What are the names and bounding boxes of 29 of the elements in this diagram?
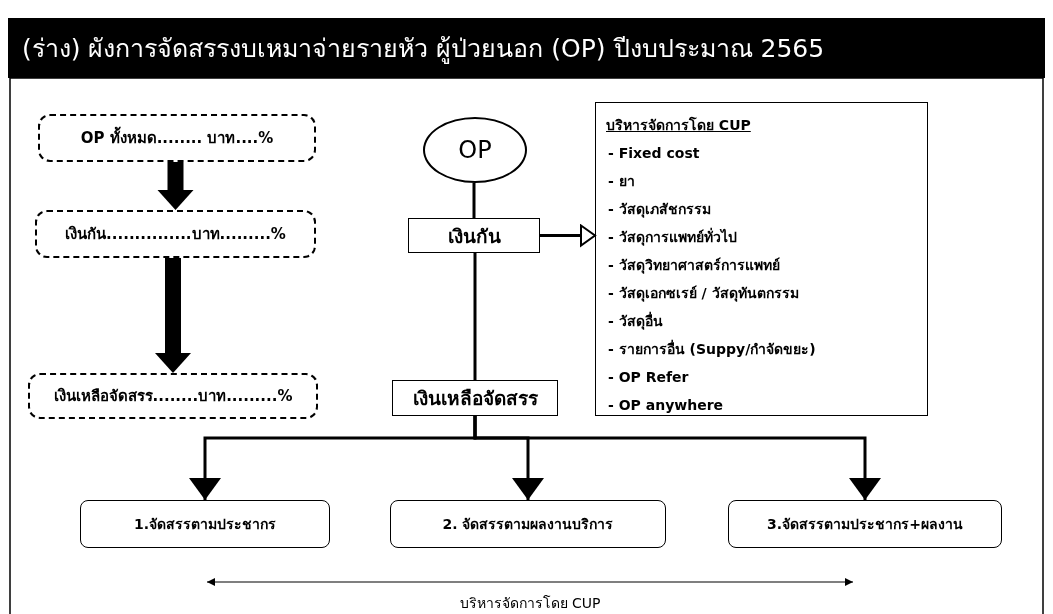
connector-line bbox=[472, 183, 476, 218]
list-item: - วัสดุการแพทย์ทั่วไป bbox=[607, 226, 737, 248]
list-item: - วัสดุเอกซเรย์ / วัสดุทันตกรรม bbox=[607, 284, 799, 304]
connector-line bbox=[473, 253, 477, 380]
process-box: เงินกัน bbox=[408, 218, 540, 253]
rounded-box: 1.จัดสรรตามประชากร bbox=[80, 500, 330, 548]
list-item: - ยา bbox=[607, 172, 635, 191]
title-banner: (ร่าง) ผังการจัดสรรงบเหมาจ่ายรายหัว ผู้ป่วยนอก (OP) ปีงบประมาณ 2565 bbox=[8, 18, 1045, 78]
list-box bbox=[595, 102, 928, 416]
rounded-box: 2. จัดสรรตามผลงานบริการ bbox=[390, 500, 666, 548]
list-item: - Fixed cost bbox=[607, 144, 700, 163]
list-item: - OP anywhere bbox=[607, 396, 724, 415]
list-heading: บริหารจัดการโดย CUP bbox=[606, 115, 751, 135]
rounded-box: 3.จัดสรรตามประชากร+ผลงาน bbox=[728, 500, 1002, 548]
list-item: - วัสดุเภสัชกรรม bbox=[607, 200, 711, 220]
arrow bbox=[157, 162, 194, 210]
arrow bbox=[540, 224, 596, 247]
ellipse-node: OP bbox=[423, 117, 527, 183]
arrow bbox=[473, 416, 881, 500]
list-item: - วัสดุวิทยาศาสตร์การแพทย์ bbox=[607, 256, 780, 276]
list-item: - OP Refer bbox=[607, 368, 689, 387]
dashed-box: OP ทั้งหมด........ บาท....% bbox=[38, 114, 316, 162]
dashed-box: เงินกัน...............บาท.........% bbox=[35, 210, 316, 258]
arrow bbox=[155, 258, 191, 373]
process-box: เงินเหลือจัดสรร bbox=[392, 380, 558, 416]
span-label: บริหารจัดการโดย CUP bbox=[458, 594, 602, 613]
list-item: - รายการอื่น (Suppy/กำจัดขยะ) bbox=[607, 338, 816, 359]
list-item: - วัสดุอื่น bbox=[607, 310, 663, 332]
dashed-box: เงินเหลือจัดสรร........บาท.........% bbox=[28, 373, 318, 419]
